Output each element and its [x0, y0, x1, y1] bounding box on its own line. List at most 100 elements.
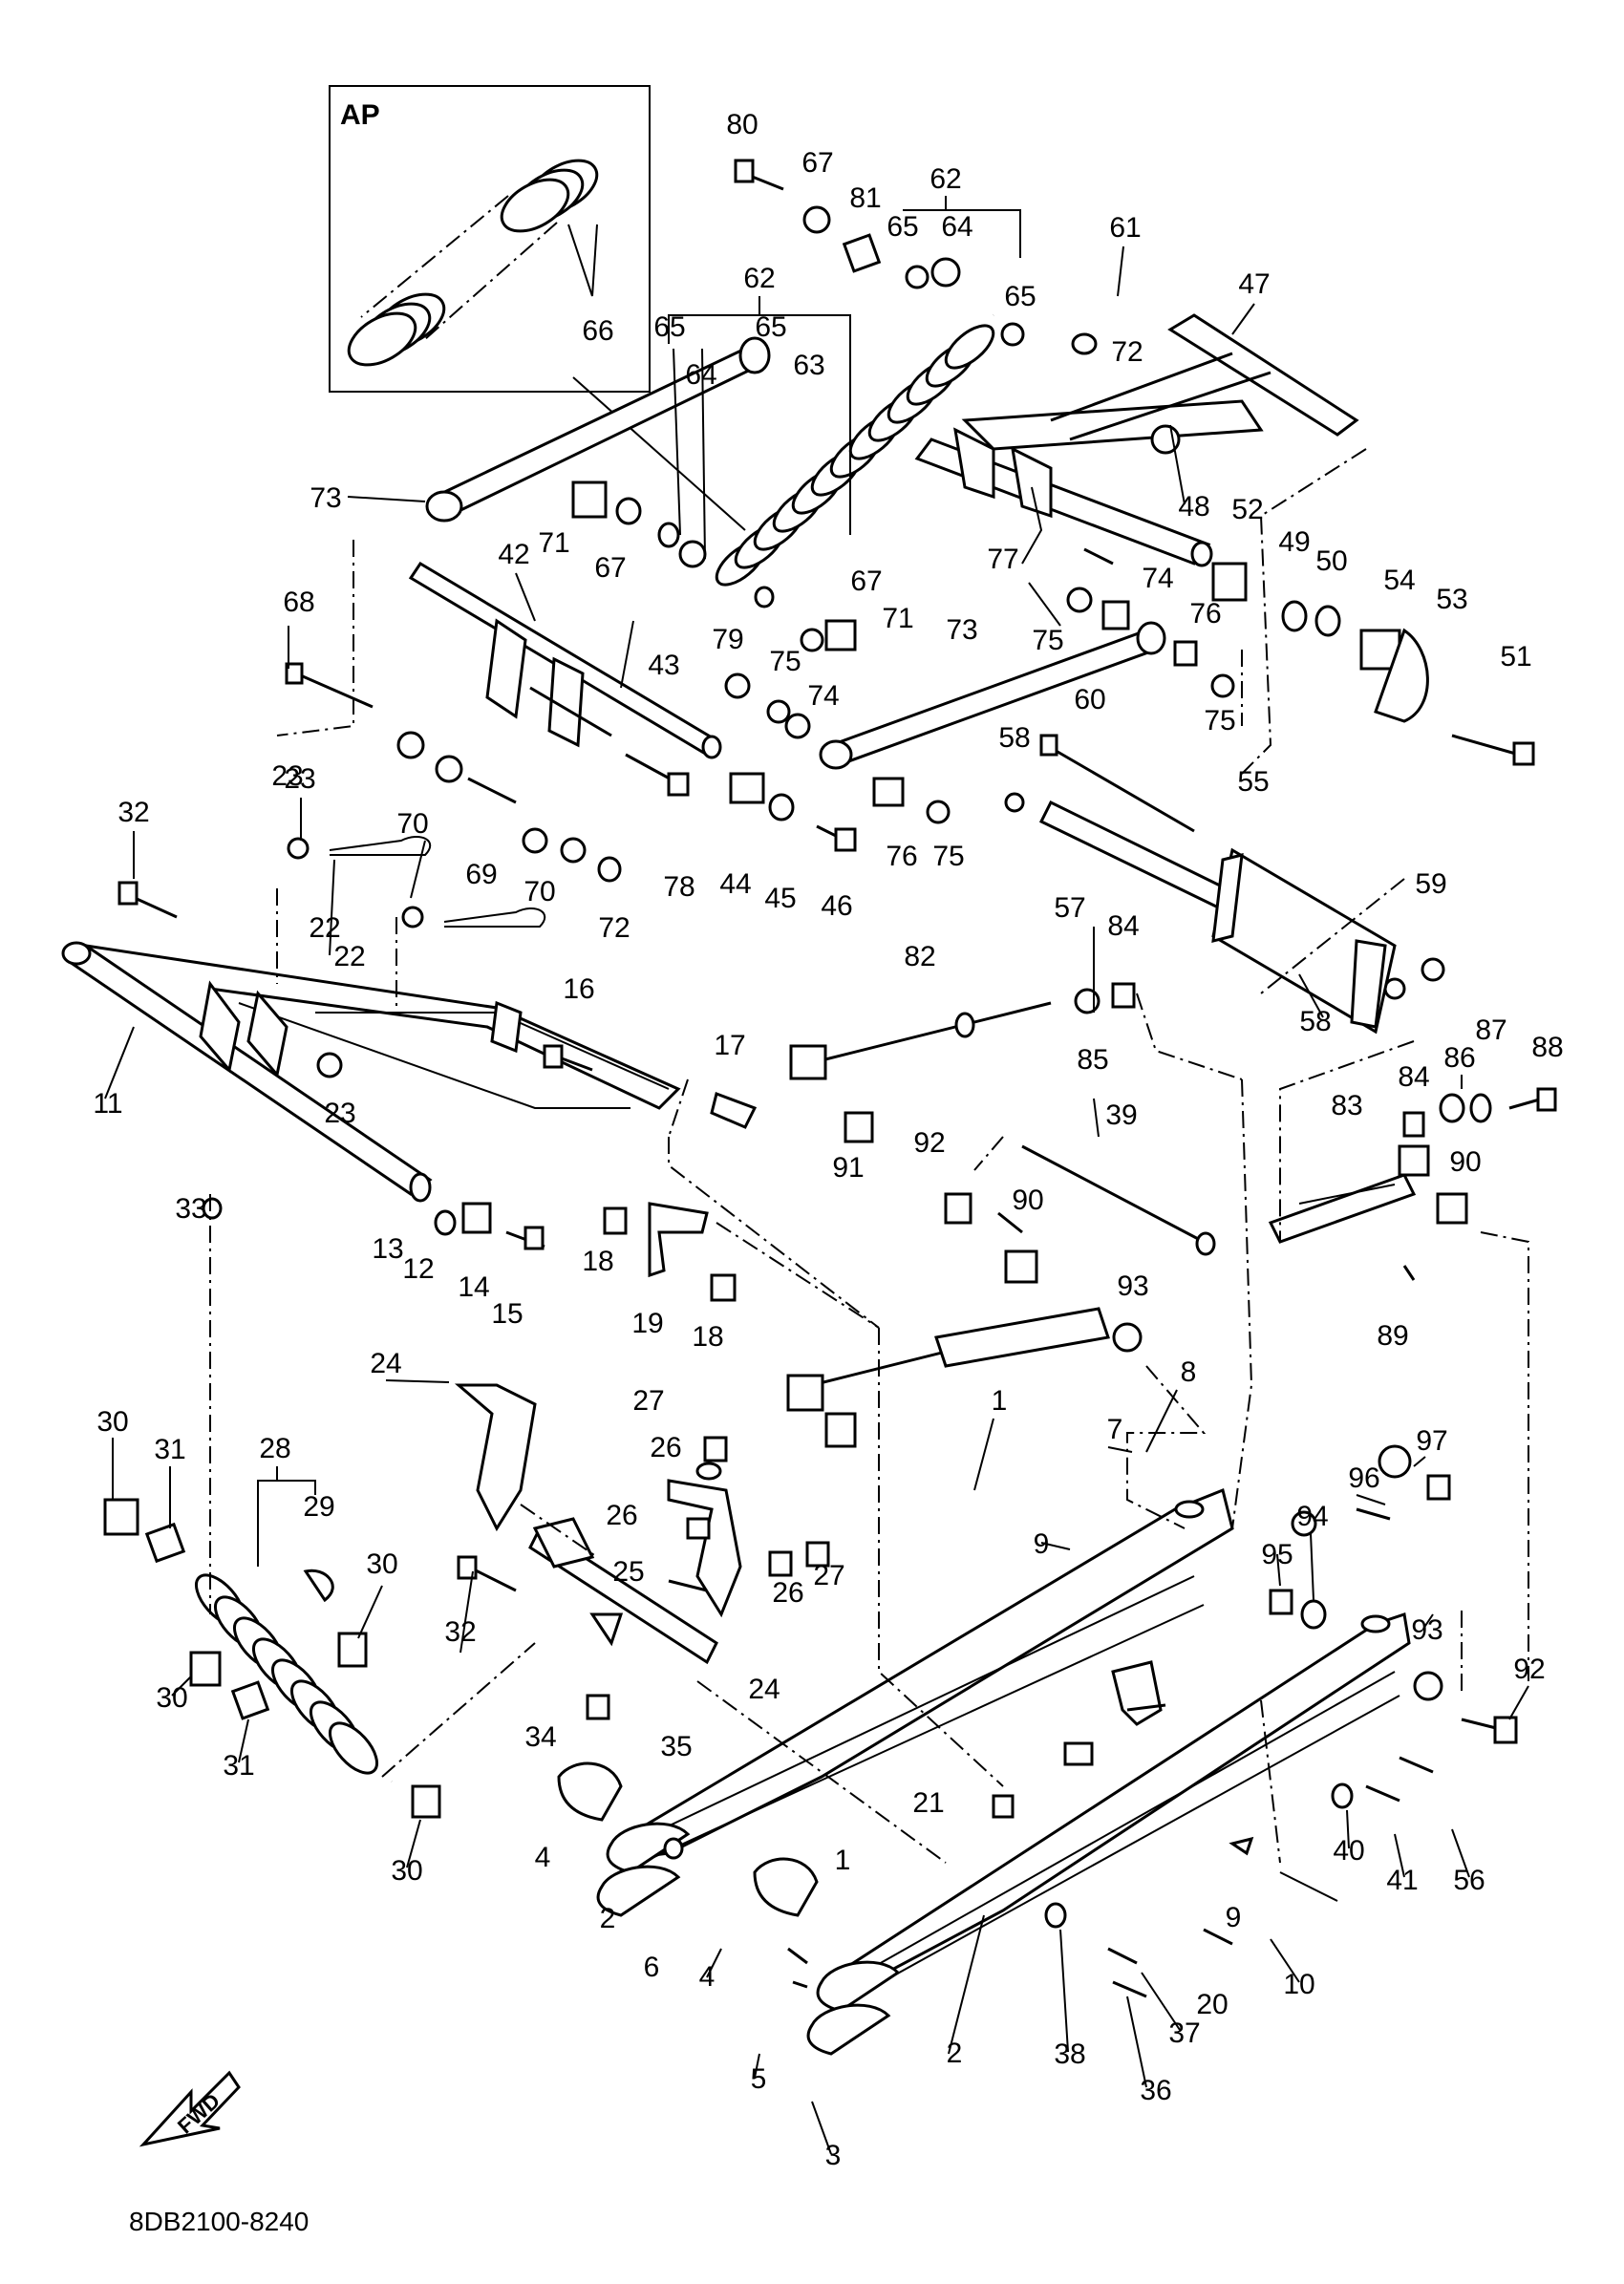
callout: 88 [1531, 1032, 1563, 1063]
callout: 22 [333, 941, 365, 972]
callout: 30 [156, 1682, 187, 1714]
callout: 56 [1453, 1865, 1485, 1896]
slide-rail-left [596, 1487, 1234, 1917]
callout: 54 [1383, 565, 1415, 596]
callout: 13 [372, 1233, 403, 1265]
callout: 43 [648, 650, 679, 681]
shock-absorber-upper [715, 307, 1002, 587]
callout: 21 [912, 1787, 944, 1819]
right-damper-assembly [786, 1087, 1557, 1448]
callout: 29 [303, 1491, 334, 1523]
callout: 65 [887, 211, 918, 243]
callout: 71 [538, 527, 569, 559]
callout: 72 [598, 912, 630, 944]
callout: 64 [685, 359, 716, 391]
callout: 75 [932, 841, 964, 872]
callout: 66 [582, 315, 613, 347]
callout: 77 [987, 544, 1018, 575]
callout: 35 [660, 1731, 692, 1762]
callout: 12 [402, 1253, 434, 1285]
callout: 4 [535, 1842, 551, 1873]
callout: 24 [370, 1348, 401, 1379]
callout: 32 [118, 797, 149, 828]
callout: 44 [719, 868, 751, 900]
callout: 62 [930, 163, 961, 195]
callout: 89 [1377, 1320, 1408, 1352]
callout: 10 [1283, 1969, 1314, 2000]
inset-ap: AP [329, 85, 651, 393]
callout: 90 [1012, 1185, 1043, 1216]
callout: 53 [1436, 584, 1467, 615]
callout: 73 [946, 614, 977, 646]
callout: 23 [284, 763, 315, 795]
callout: 2 [600, 1903, 616, 1934]
fwd-arrow: FWD [139, 2070, 241, 2147]
callout: 70 [396, 808, 428, 840]
callout: 26 [606, 1500, 637, 1531]
callout: 6 [644, 1952, 660, 1983]
callout: 93 [1411, 1614, 1442, 1646]
callout: 81 [849, 182, 881, 214]
callout: 27 [813, 1560, 844, 1591]
callout: 76 [886, 841, 917, 872]
callout: 46 [821, 890, 852, 922]
callout: 58 [1299, 1006, 1331, 1037]
callout: 60 [1074, 684, 1105, 715]
callout: 93 [1117, 1270, 1148, 1302]
callout: 47 [1238, 268, 1270, 300]
callout: 30 [96, 1406, 128, 1438]
callout: 65 [755, 311, 786, 343]
callout: 45 [764, 883, 796, 914]
callout: 67 [850, 566, 882, 597]
callout: 23 [271, 760, 303, 792]
callout: 74 [807, 680, 839, 712]
callout: 55 [1237, 766, 1269, 798]
callouts: 80 67 81 62 65 64 65 72 61 47 62 65 64 6… [93, 109, 1563, 2171]
callout: 17 [714, 1030, 745, 1061]
callout: 32 [444, 1616, 476, 1648]
callout: 79 [712, 624, 743, 655]
callout: 18 [582, 1246, 613, 1277]
callout: 9 [1034, 1528, 1050, 1560]
callout: 9 [1226, 1902, 1242, 1933]
callout: 80 [726, 109, 758, 140]
callout: 83 [1331, 1090, 1362, 1121]
callout: 94 [1296, 1501, 1328, 1532]
callout: 82 [904, 941, 935, 972]
callout: 7 [1107, 1414, 1123, 1445]
callout: 97 [1416, 1425, 1447, 1457]
front-axle-assembly [454, 1383, 830, 1720]
callout: 68 [283, 587, 314, 618]
callout: 90 [1449, 1146, 1481, 1178]
callout: 69 [465, 859, 497, 890]
callout: 63 [793, 350, 824, 381]
callout: 19 [631, 1308, 663, 1339]
callout: 57 [1054, 892, 1085, 924]
callout: 92 [1513, 1654, 1545, 1685]
callout: 26 [772, 1577, 803, 1609]
callout: 34 [524, 1721, 556, 1753]
callout: 87 [1475, 1014, 1506, 1046]
callout: 59 [1415, 868, 1446, 900]
callout: 52 [1231, 494, 1263, 525]
callout: 85 [1077, 1044, 1108, 1076]
slide-rail-right [806, 1612, 1411, 2056]
callout: 24 [748, 1674, 780, 1705]
callout: 86 [1443, 1042, 1475, 1074]
callout: 26 [650, 1432, 681, 1463]
upper-rear-assembly [425, 159, 1535, 770]
callout: 38 [1054, 2039, 1085, 2070]
callout: 62 [743, 263, 775, 294]
front-shock-assembly [103, 1498, 441, 1819]
callout: 75 [1204, 705, 1235, 736]
callout: 49 [1278, 526, 1310, 558]
callout: 78 [663, 871, 694, 903]
callout: 14 [458, 1271, 489, 1303]
callout: 76 [1189, 598, 1221, 630]
callout: 72 [1111, 336, 1143, 368]
callout: 30 [391, 1855, 422, 1887]
callout: 65 [1004, 281, 1036, 312]
callout: 75 [769, 646, 801, 677]
callout: 84 [1398, 1061, 1429, 1093]
